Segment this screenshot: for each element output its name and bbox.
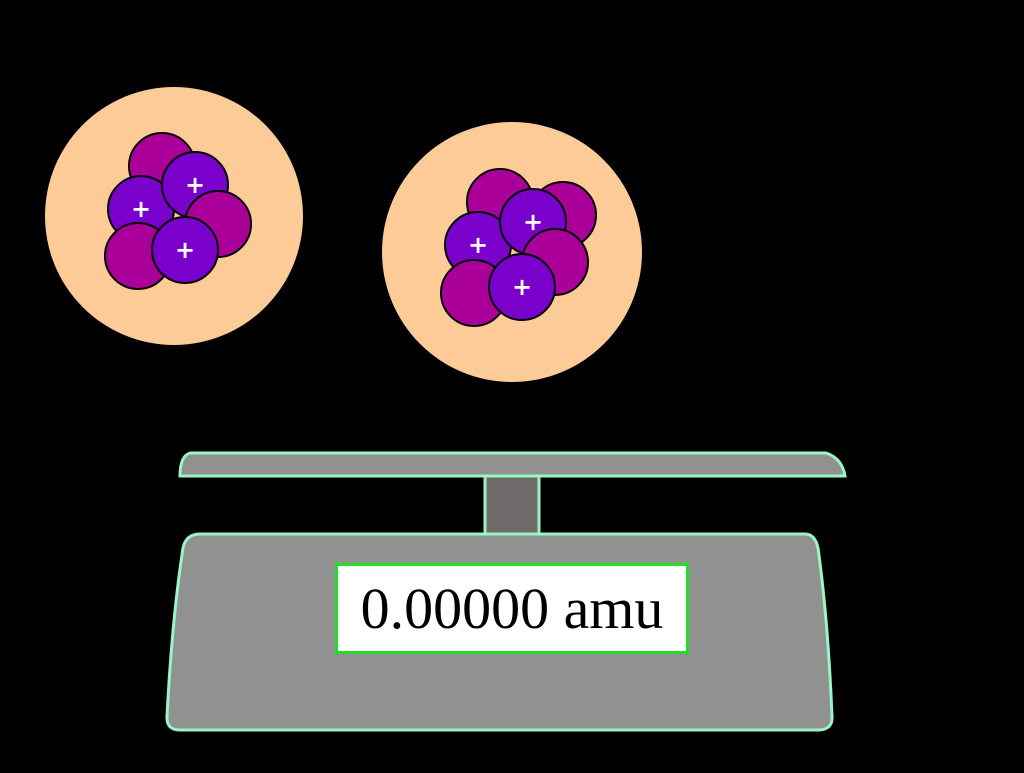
scale-pan xyxy=(178,451,847,478)
scale-post xyxy=(483,474,541,536)
nucleus: + + + xyxy=(440,168,597,327)
atom-right: + + + xyxy=(382,122,642,382)
electron-cloud xyxy=(382,122,642,382)
nucleus: + + + xyxy=(104,132,252,290)
proton xyxy=(488,253,556,321)
proton xyxy=(151,216,219,284)
scale-display: 0.00000 amu xyxy=(335,563,689,654)
atom-left: + + + xyxy=(45,87,303,345)
mass-readout: 0.00000 amu xyxy=(360,575,664,641)
proton-charge-label: + xyxy=(512,273,532,301)
proton-charge-label: + xyxy=(131,195,151,223)
proton-charge-label: + xyxy=(175,236,195,264)
proton-charge-label: + xyxy=(523,208,543,236)
proton-charge-label: + xyxy=(468,231,488,259)
proton-charge-label: + xyxy=(185,171,205,199)
